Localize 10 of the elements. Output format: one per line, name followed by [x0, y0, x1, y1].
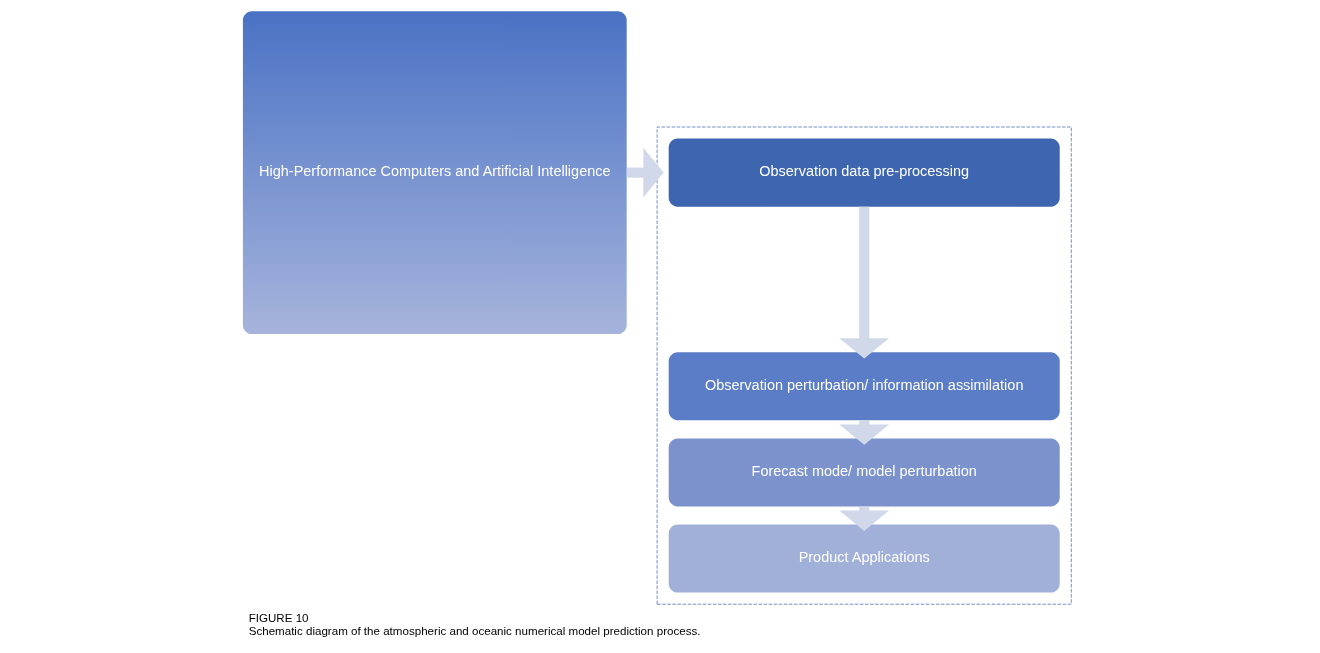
caption: Schematic diagram of the atmospheric and oceanic numerical model prediction process. [248, 625, 701, 638]
node-box: Observation perturbation/ information assimilation [668, 352, 1060, 421]
node-box: High-Performance Computers and Artificial Intelligence [242, 11, 627, 335]
arrow [626, 147, 664, 198]
node-box: Product Applications [668, 524, 1060, 593]
cluster [656, 126, 1072, 605]
node-box: Observation data pre-processing [668, 138, 1060, 207]
diagram-title: FIGURE 10 [248, 612, 309, 625]
node-box: Forecast mode/ model perturbation [668, 438, 1060, 507]
arrow [839, 206, 890, 359]
